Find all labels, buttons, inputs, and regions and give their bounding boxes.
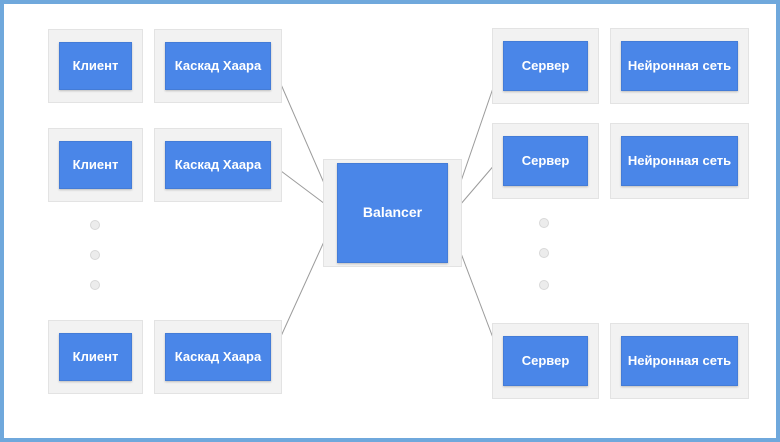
ellipsis-dot	[90, 250, 100, 260]
node-balancer: Balancer	[323, 159, 462, 267]
node-label: Клиент	[72, 57, 119, 73]
node-server-3: Сервер	[492, 323, 599, 399]
node-box: Сервер	[503, 41, 588, 91]
node-haar-cascade-1: Каскад Хаара	[154, 29, 282, 103]
node-haar-cascade-3: Каскад Хаара	[154, 320, 282, 394]
node-label: Нейронная сеть	[627, 352, 732, 368]
node-client-2: Клиент	[48, 128, 143, 202]
node-label: Клиент	[72, 156, 119, 172]
node-label: Balancer	[362, 204, 423, 221]
node-neural-net-1: Нейронная сеть	[610, 28, 749, 104]
node-label: Каскад Хаара	[174, 156, 262, 172]
ellipsis-dot	[539, 248, 549, 258]
node-box: Каскад Хаара	[165, 333, 271, 381]
ellipsis-dot	[539, 218, 549, 228]
node-box: Сервер	[503, 136, 588, 186]
node-box: Нейронная сеть	[621, 336, 738, 386]
node-neural-net-2: Нейронная сеть	[610, 123, 749, 199]
node-box: Каскад Хаара	[165, 42, 271, 90]
node-label: Сервер	[521, 352, 570, 368]
node-server-2: Сервер	[492, 123, 599, 199]
node-box: Balancer	[337, 163, 448, 263]
ellipsis-dot	[90, 220, 100, 230]
node-label: Сервер	[521, 57, 570, 73]
node-label: Нейронная сеть	[627, 152, 732, 168]
ellipsis-dot	[90, 280, 100, 290]
node-haar-cascade-2: Каскад Хаара	[154, 128, 282, 202]
node-box: Клиент	[59, 42, 132, 90]
ellipsis-dot	[539, 280, 549, 290]
node-box: Клиент	[59, 333, 132, 381]
node-neural-net-3: Нейронная сеть	[610, 323, 749, 399]
node-label: Сервер	[521, 152, 570, 168]
node-box: Нейронная сеть	[621, 136, 738, 186]
node-label: Нейронная сеть	[627, 57, 732, 73]
node-box: Каскад Хаара	[165, 141, 271, 189]
node-client-3: Клиент	[48, 320, 143, 394]
node-server-1: Сервер	[492, 28, 599, 104]
node-client-1: Клиент	[48, 29, 143, 103]
node-label: Каскад Хаара	[174, 348, 262, 364]
node-label: Клиент	[72, 348, 119, 364]
node-box: Сервер	[503, 336, 588, 386]
node-box: Клиент	[59, 141, 132, 189]
node-box: Нейронная сеть	[621, 41, 738, 91]
node-label: Каскад Хаара	[174, 57, 262, 73]
